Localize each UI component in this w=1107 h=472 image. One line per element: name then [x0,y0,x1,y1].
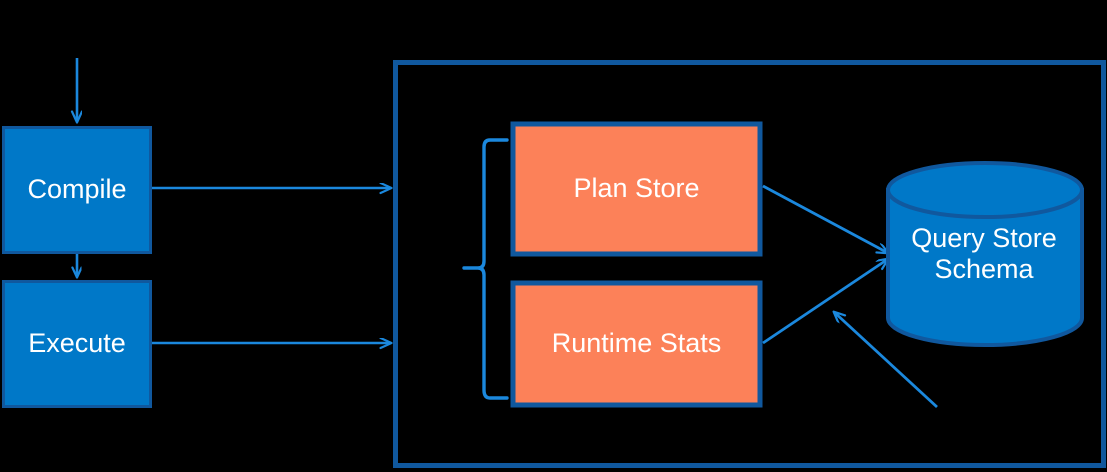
store-group-brace [462,138,509,400]
execute-box[interactable] [2,280,152,408]
runtime-stats-box[interactable] [510,280,763,408]
connector-external-to-schema [834,312,938,409]
plan-store-box[interactable] [510,121,763,257]
query-store-schema-cylinder[interactable] [886,161,1084,347]
cylinder-top-ellipse [886,161,1084,219]
query-store-boundary [393,60,1106,468]
connector-plan-store-to-schema [762,184,888,253]
connector-runtime-stats-to-schema [762,259,888,345]
compile-box[interactable] [2,126,152,254]
